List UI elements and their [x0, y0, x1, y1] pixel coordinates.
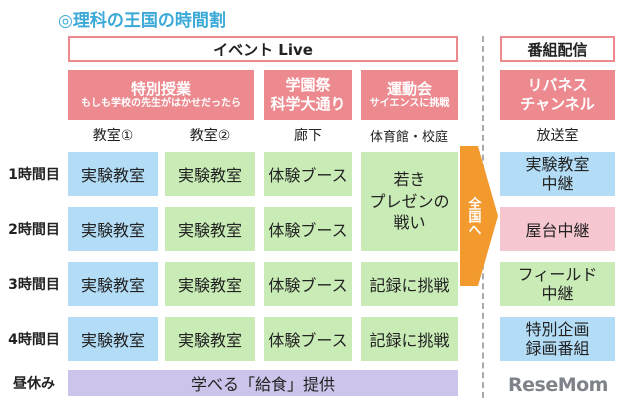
room-label: 体育館・校庭	[369, 129, 448, 145]
broadcast-line: 録画番組	[525, 339, 590, 358]
resemom-logo: ReseMom	[508, 374, 608, 396]
schedule-cell: 体験ブース	[264, 152, 352, 196]
period-label: 4時間目	[8, 332, 60, 348]
arrow-icon	[460, 146, 498, 286]
page-title: ◎理科の王国の時間割	[58, 11, 226, 31]
room-label: 教室②	[189, 128, 231, 144]
broadcast-cell: 屋台中継	[500, 207, 615, 251]
sports-day-header: 運動会 サイエンスに挑戦	[361, 70, 458, 120]
period-label: 2時間目	[8, 222, 60, 238]
broadcast-channel-line2: チャンネル	[520, 95, 595, 113]
broadcast-line: 中継	[541, 174, 574, 193]
schedule-cell: 実験教室	[68, 207, 158, 251]
broadcast-line: 特別企画	[525, 319, 590, 339]
broadcast-line: 実験教室	[525, 154, 590, 174]
schedule-cell: 実験教室	[165, 152, 255, 196]
schedule-cell-merged: 若き プレゼンの 戦い	[361, 152, 458, 251]
broadcast-cell: 実験教室 中継	[500, 152, 615, 196]
room-label: 放送室	[536, 128, 579, 144]
special-class-title: 特別授業	[130, 79, 191, 98]
schedule-cell: 実験教室	[68, 262, 158, 306]
room-label: 教室①	[92, 128, 134, 144]
broadcast-line: フィールド	[517, 264, 598, 284]
schedule-cell: 実験教室	[68, 152, 158, 196]
schedule-cell: 体験ブース	[264, 207, 352, 251]
sports-block-line: 戦い	[393, 213, 426, 233]
period-label: 3時間目	[8, 277, 60, 293]
school-festival-line2: 科学大通り	[270, 95, 346, 113]
room-label: 廊下	[294, 128, 322, 144]
schedule-cell: 記録に挑戦	[361, 317, 458, 361]
schedule-cell: 体験ブース	[264, 317, 352, 361]
schedule-cell: 記録に挑戦	[361, 262, 458, 306]
schedule-cell: 実験教室	[68, 317, 158, 361]
special-class-subtitle: もしも学校の先生がはかせだったら	[81, 98, 241, 110]
schedule-cell: 体験ブース	[264, 262, 352, 306]
lunch-cell: 学べる「給食」提供	[68, 370, 458, 396]
schedule-cell: 実験教室	[165, 207, 255, 251]
period-label: 1時間目	[8, 167, 60, 183]
arrow-label: 全国へ	[465, 196, 481, 236]
lunch-label: 昼休み	[13, 376, 55, 392]
sports-day-title: 運動会	[386, 79, 432, 98]
broadcast-cell: 特別企画 録画番組	[500, 317, 615, 361]
broadcast-cell: フィールド 中継	[500, 262, 615, 306]
broadcast-channel-line1: リバネス	[527, 76, 588, 95]
special-class-header: 特別授業 もしも学校の先生がはかせだったら	[68, 70, 254, 120]
sports-block-line: プレゼンの	[369, 191, 450, 211]
broadcast-header: 番組配信	[500, 36, 615, 62]
sports-day-subtitle: サイエンスに挑戦	[369, 98, 450, 110]
broadcast-channel-header: リバネス チャンネル	[500, 70, 615, 120]
schedule-cell: 実験教室	[165, 262, 255, 306]
school-festival-header: 学園祭 科学大通り	[264, 70, 352, 120]
school-festival-line1: 学園祭	[285, 76, 331, 95]
event-live-header: イベント Live	[68, 36, 458, 62]
sports-block-line: 若き	[393, 170, 426, 190]
schedule-cell: 実験教室	[165, 317, 255, 361]
broadcast-line: 中継	[541, 284, 574, 303]
